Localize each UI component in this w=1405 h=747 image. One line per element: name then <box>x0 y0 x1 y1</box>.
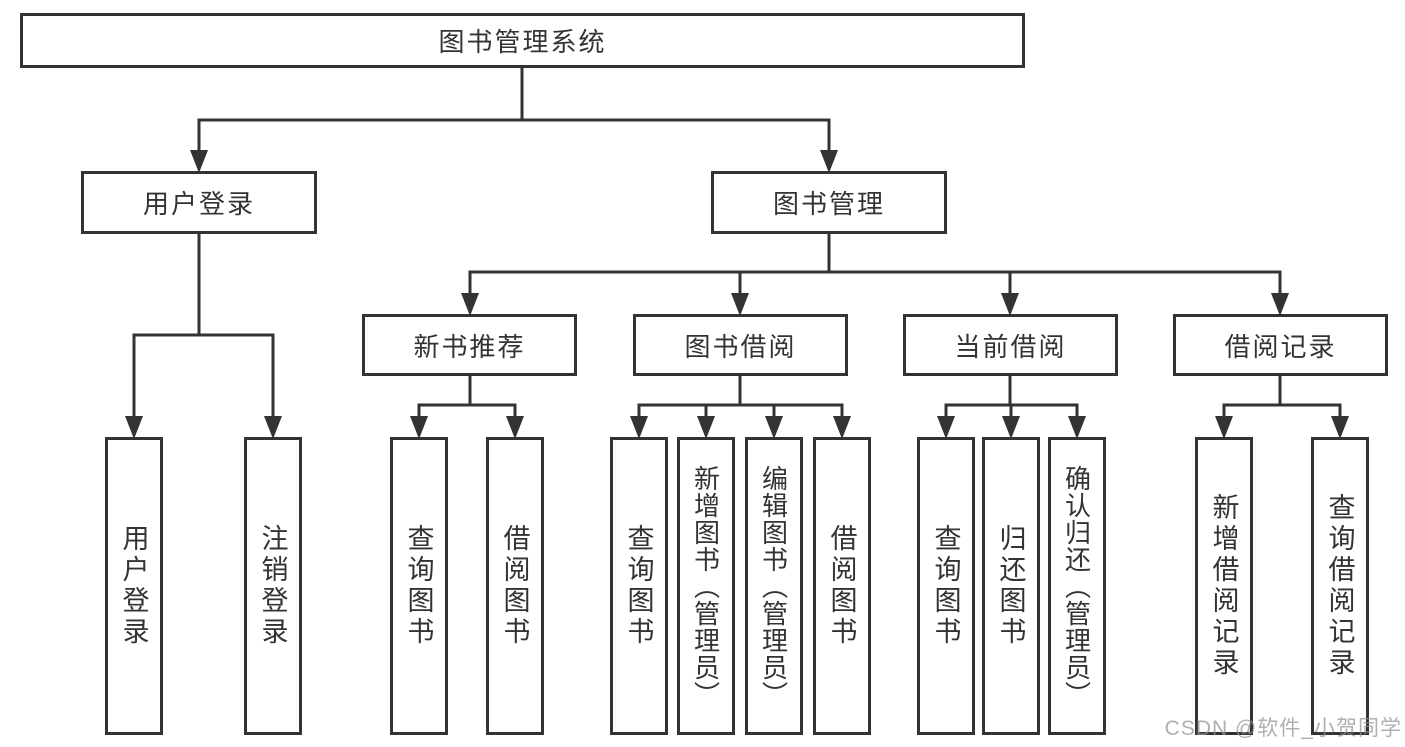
node-current-borrow: 当前借阅 <box>903 314 1118 376</box>
arrowhead <box>1331 416 1349 439</box>
arrowhead <box>1271 293 1289 316</box>
arrowhead <box>410 416 428 439</box>
leaf-bb-edit-books-admin: 编辑图书（管理员） <box>745 437 803 735</box>
leaf-bb-borrow-books-label: 借阅图书 <box>826 524 857 648</box>
arrowhead <box>1001 293 1019 316</box>
arrowhead <box>506 416 524 439</box>
leaf-bb-add-books-admin: 新增图书（管理员） <box>677 437 735 735</box>
leaf-cb-query-books: 查询图书 <box>917 437 975 735</box>
arrowhead <box>731 293 749 316</box>
node-user-login: 用户登录 <box>81 171 317 234</box>
node-current-borrow-label: 当前借阅 <box>954 331 1067 362</box>
connector-lines <box>132 64 1342 420</box>
arrowhead <box>630 416 648 439</box>
leaf-bb-edit-books-admin-label: 编辑图书（管理员） <box>758 464 789 708</box>
leaf-br-add-borrow-record: 新增借阅记录 <box>1195 437 1253 735</box>
node-user-login-label: 用户登录 <box>142 189 255 219</box>
arrowhead <box>833 416 851 439</box>
leaf-bb-add-books-admin-label: 新增图书（管理员） <box>690 464 721 708</box>
leaf-cb-confirm-return-admin-label: 确认归还（管理员） <box>1061 464 1092 708</box>
leaf-logout-label: 注销登录 <box>257 524 288 648</box>
csdn-watermark: CSDN @软件_小贺同学 <box>1164 717 1402 740</box>
arrowhead <box>1002 416 1020 439</box>
arrowhead <box>697 416 715 439</box>
arrowhead <box>765 416 783 439</box>
arrowhead <box>125 416 143 439</box>
arrowhead <box>264 416 282 439</box>
node-new-book-recommend-label: 新书推荐 <box>413 331 526 362</box>
leaf-user-login: 用户登录 <box>105 437 163 735</box>
arrowheads <box>125 150 1349 439</box>
leaf-cb-return-books: 归还图书 <box>982 437 1040 735</box>
arrowhead <box>820 150 838 173</box>
node-root: 图书管理系统 <box>20 13 1025 68</box>
node-borrow-record: 借阅记录 <box>1173 314 1388 376</box>
leaf-br-query-borrow-record: 查询借阅记录 <box>1311 437 1369 735</box>
leaf-br-query-borrow-record-label: 查询借阅记录 <box>1324 493 1355 679</box>
node-new-book-recommend: 新书推荐 <box>362 314 577 376</box>
node-root-label: 图书管理系统 <box>438 27 607 57</box>
leaf-br-add-borrow-record-label: 新增借阅记录 <box>1208 493 1239 679</box>
node-borrow-record-label: 借阅记录 <box>1224 331 1337 362</box>
leaf-bb-borrow-books: 借阅图书 <box>813 437 871 735</box>
arrowhead <box>1068 416 1086 439</box>
arrowhead <box>1215 416 1233 439</box>
arrowhead <box>461 293 479 316</box>
leaf-cb-query-books-label: 查询图书 <box>930 524 961 648</box>
leaf-cb-confirm-return-admin: 确认归还（管理员） <box>1048 437 1106 735</box>
leaf-nbr-query-books-label: 查询图书 <box>403 524 434 648</box>
arrowhead <box>190 150 208 173</box>
arrowhead <box>937 416 955 439</box>
node-book-borrow: 图书借阅 <box>633 314 848 376</box>
leaf-cb-return-books-label: 归还图书 <box>995 524 1026 648</box>
leaf-nbr-borrow-books-label: 借阅图书 <box>499 524 530 648</box>
leaf-user-login-label: 用户登录 <box>118 524 149 648</box>
leaf-bb-query-books-label: 查询图书 <box>623 524 654 648</box>
leaf-logout: 注销登录 <box>244 437 302 735</box>
node-book-management-label: 图书管理 <box>772 189 885 219</box>
leaf-nbr-borrow-books: 借阅图书 <box>486 437 544 735</box>
node-book-borrow-label: 图书借阅 <box>684 331 797 362</box>
node-book-management: 图书管理 <box>711 171 947 234</box>
leaf-bb-query-books: 查询图书 <box>610 437 668 735</box>
leaf-nbr-query-books: 查询图书 <box>390 437 448 735</box>
